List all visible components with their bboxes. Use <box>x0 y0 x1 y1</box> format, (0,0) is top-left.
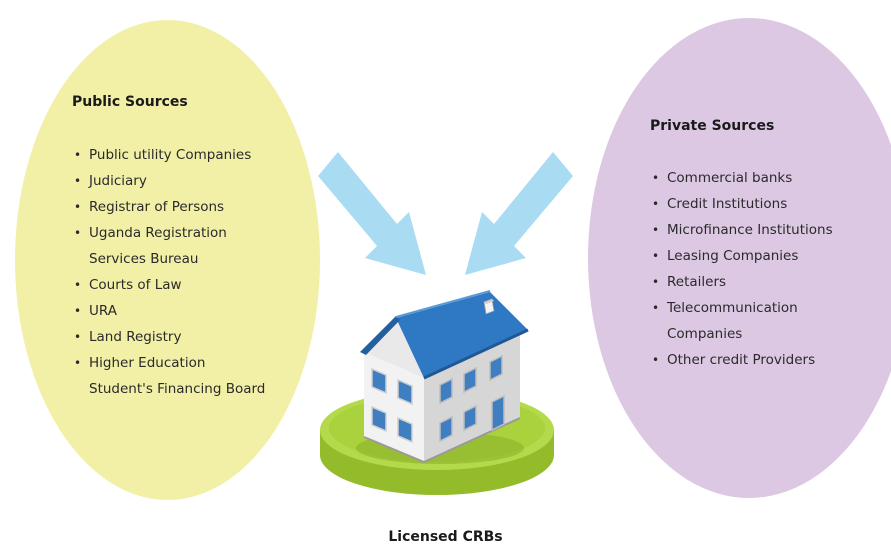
list-item: Credit Institutions <box>650 191 865 217</box>
list-item: Microfinance Institutions <box>650 217 865 243</box>
list-item: URA <box>72 298 272 324</box>
list-item: Public utility Companies <box>72 142 272 168</box>
list-item: Higher Education Student's Financing Boa… <box>72 350 272 402</box>
arrow-icon <box>465 152 573 275</box>
list-item: Judiciary <box>72 168 272 194</box>
list-item: Retailers <box>650 269 865 295</box>
list-item: Other credit Providers <box>650 347 865 373</box>
public-sources-title: Public Sources <box>72 94 188 110</box>
private-sources-list: Commercial banks Credit Institutions Mic… <box>650 165 865 373</box>
building-icon <box>356 290 529 464</box>
list-item: Telecommunication Companies <box>650 295 865 347</box>
list-item: Leasing Companies <box>650 243 865 269</box>
licensed-crbs-label: Licensed CRBs <box>388 529 503 545</box>
list-item: Uganda Registration Services Bureau <box>72 220 272 272</box>
public-sources-list: Public utility Companies Judiciary Regis… <box>72 142 272 402</box>
list-item: Land Registry <box>72 324 272 350</box>
list-item: Commercial banks <box>650 165 865 191</box>
list-item: Registrar of Persons <box>72 194 272 220</box>
list-item: Courts of Law <box>72 272 272 298</box>
private-sources-title: Private Sources <box>650 118 775 134</box>
arrow-icon <box>318 152 426 275</box>
